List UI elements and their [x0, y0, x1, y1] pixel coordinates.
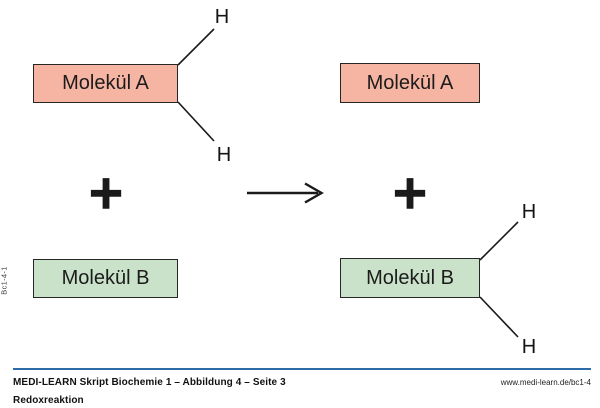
h-atom-label-product-top: H — [521, 201, 537, 223]
footer-url-text: www.medi-learn.de/bc1-4 — [500, 378, 591, 387]
figure-caption: Redoxreaktion — [13, 395, 84, 406]
h-atom-label-reactant-top: H — [214, 6, 230, 28]
footer-rule — [13, 368, 591, 370]
bond-line-product-bottom — [479, 296, 519, 338]
arrow-right-icon — [247, 182, 324, 204]
h-atom-label-product-bottom: H — [521, 336, 537, 358]
molecule-b-product-box: Molekül B — [340, 258, 480, 298]
h-atom-label-reactant-bottom: H — [216, 144, 232, 166]
molecule-a-product-label: Molekül A — [366, 71, 454, 94]
molecule-b-reactant-label: Molekül B — [61, 267, 150, 289]
footer-source-text: MEDI-LEARN Skript Biochemie 1 – Abbildun… — [13, 377, 286, 388]
plus-sign-reactants: + — [86, 164, 126, 219]
figure-id-label: Bc1-4-1 — [0, 266, 9, 295]
bond-line-reactant-bottom — [177, 101, 215, 142]
bond-line-reactant-top — [177, 28, 215, 66]
plus-sign-products: + — [390, 164, 430, 219]
molecule-a-reactant-box: Molekül A — [33, 64, 178, 103]
molecule-b-reactant-box: Molekül B — [33, 259, 178, 298]
bond-line-product-top — [479, 221, 519, 261]
molecule-a-reactant-label: Molekül A — [62, 72, 149, 94]
molecule-b-product-label: Molekül B — [366, 266, 454, 289]
molecule-a-product-box: Molekül A — [340, 63, 480, 103]
